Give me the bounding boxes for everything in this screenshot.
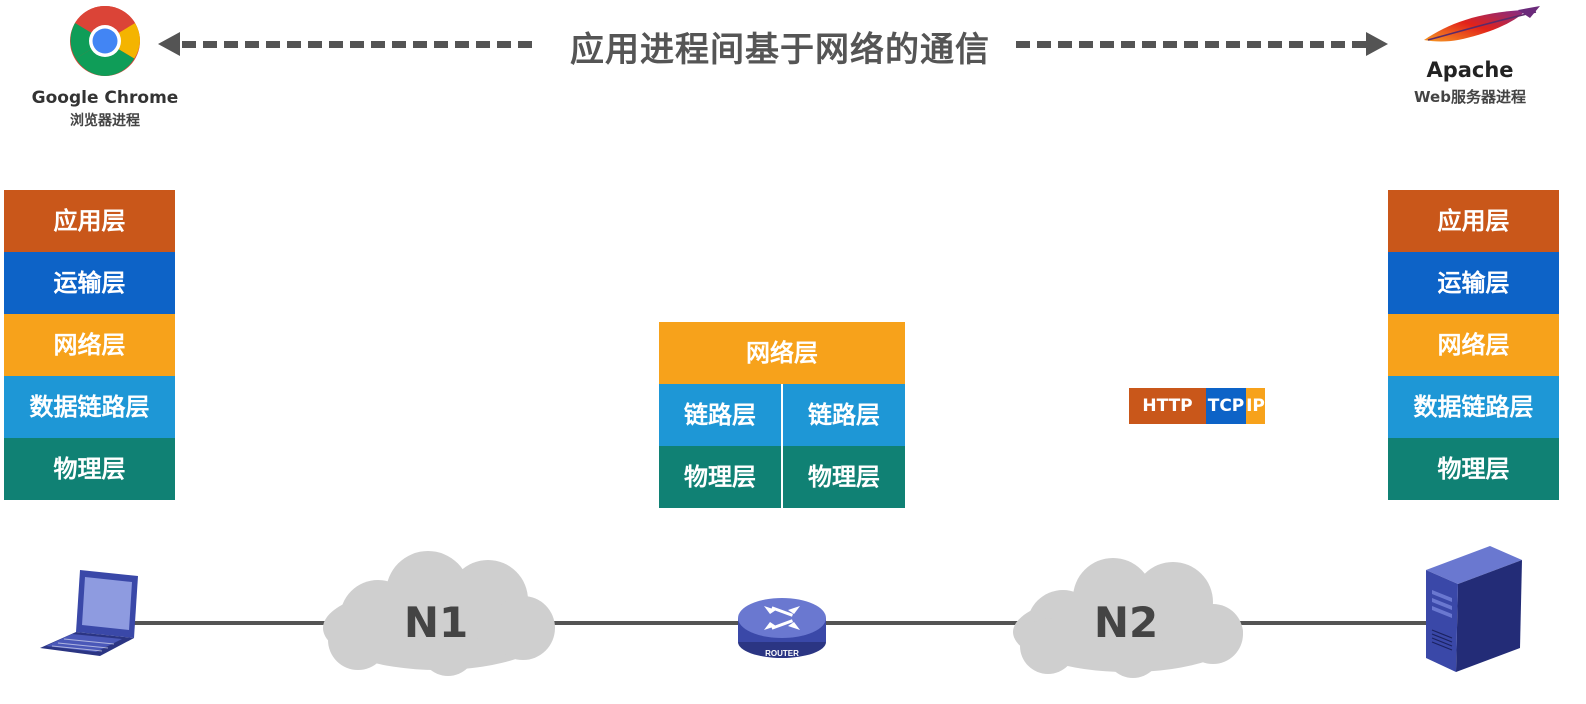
- client-datalink-layer: 数据链路层: [4, 376, 175, 438]
- chrome-logo: [68, 4, 142, 78]
- arrow-left-head: [158, 32, 180, 56]
- arrow-right-head: [1366, 32, 1388, 56]
- cloud-icon-n1: [318, 548, 558, 678]
- laptop-icon: [38, 568, 142, 658]
- client-process: 浏览器进程: [70, 113, 140, 129]
- router-protocol-stack: 网络层 链路层 链路层 物理层 物理层: [659, 322, 905, 508]
- dashed-line-left: [182, 41, 532, 48]
- client-protocol-stack: 应用层 运输层 网络层 数据链路层 物理层: [4, 190, 175, 500]
- cloud-n2-label: N2: [1093, 598, 1159, 647]
- router-link-row: 链路层 链路层: [659, 384, 905, 446]
- cloud-icon-n2: [1008, 552, 1248, 680]
- server-network-layer: 网络层: [1388, 314, 1559, 376]
- client-network-layer: 网络层: [4, 314, 175, 376]
- router-physical-layer-right: 物理层: [783, 446, 905, 508]
- client-physical-layer: 物理层: [4, 438, 175, 500]
- client-transport-layer: 运输层: [4, 252, 175, 314]
- router-physical-layer-left: 物理层: [659, 446, 783, 508]
- router-physical-row: 物理层 物理层: [659, 446, 905, 508]
- cloud-n1-label: N1: [403, 598, 469, 647]
- router-icon: ROUTER: [736, 592, 828, 662]
- encapsulated-packet: HTTP TCP IP: [1129, 388, 1265, 424]
- router-label: ROUTER: [765, 649, 799, 658]
- packet-tcp-segment: TCP: [1206, 388, 1246, 424]
- server-process: Web服务器进程: [1414, 88, 1526, 106]
- router-network-layer: 网络层: [659, 322, 905, 384]
- dashed-line-right: [1016, 41, 1366, 48]
- packet-http-segment: HTTP: [1129, 388, 1206, 424]
- server-physical-layer: 物理层: [1388, 438, 1559, 500]
- server-application-layer: 应用层: [1388, 190, 1559, 252]
- server-protocol-stack: 应用层 运输层 网络层 数据链路层 物理层: [1388, 190, 1559, 500]
- server-name: Apache: [1426, 58, 1514, 82]
- client-caption: Google Chrome 浏览器进程: [20, 88, 190, 130]
- router-link-layer-right: 链路层: [783, 384, 905, 446]
- page-title: 应用进程间基于网络的通信: [570, 30, 990, 70]
- packet-ip-segment: IP: [1246, 388, 1265, 424]
- server-caption: Apache Web服务器进程: [1390, 58, 1550, 107]
- apache-feather-logo: [1418, 4, 1558, 54]
- server-datalink-layer: 数据链路层: [1388, 376, 1559, 438]
- server-transport-layer: 运输层: [1388, 252, 1559, 314]
- server-tower-icon: [1424, 540, 1524, 674]
- client-name: Google Chrome: [31, 88, 179, 108]
- client-application-layer: 应用层: [4, 190, 175, 252]
- router-link-layer-left: 链路层: [659, 384, 783, 446]
